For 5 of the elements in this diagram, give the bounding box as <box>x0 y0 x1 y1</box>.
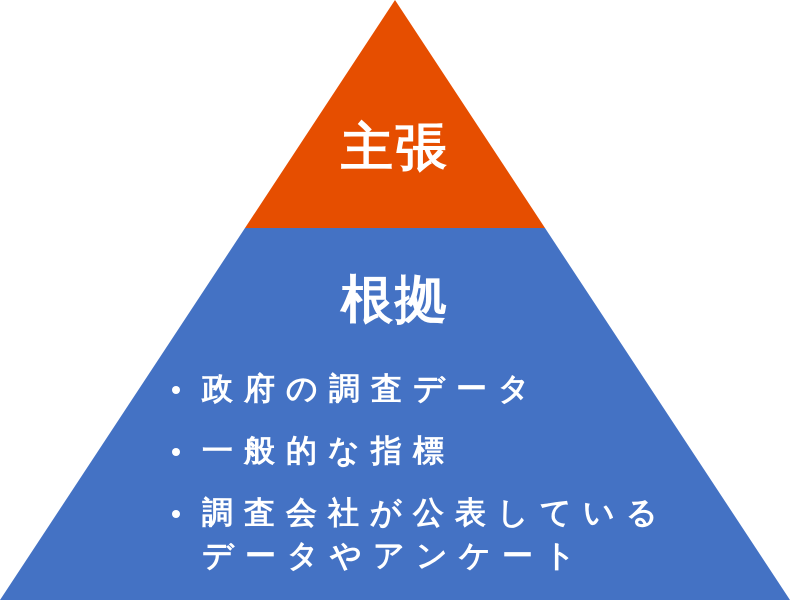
heading: 根拠 <box>341 270 449 330</box>
bullet-text: 調査会社が公表しているデータやアンケート <box>202 494 670 576</box>
bullet-text: 政府の調査データ <box>202 370 542 409</box>
bullet-text: 一般的な指標 <box>202 432 456 471</box>
heading: 主張 <box>341 118 449 178</box>
